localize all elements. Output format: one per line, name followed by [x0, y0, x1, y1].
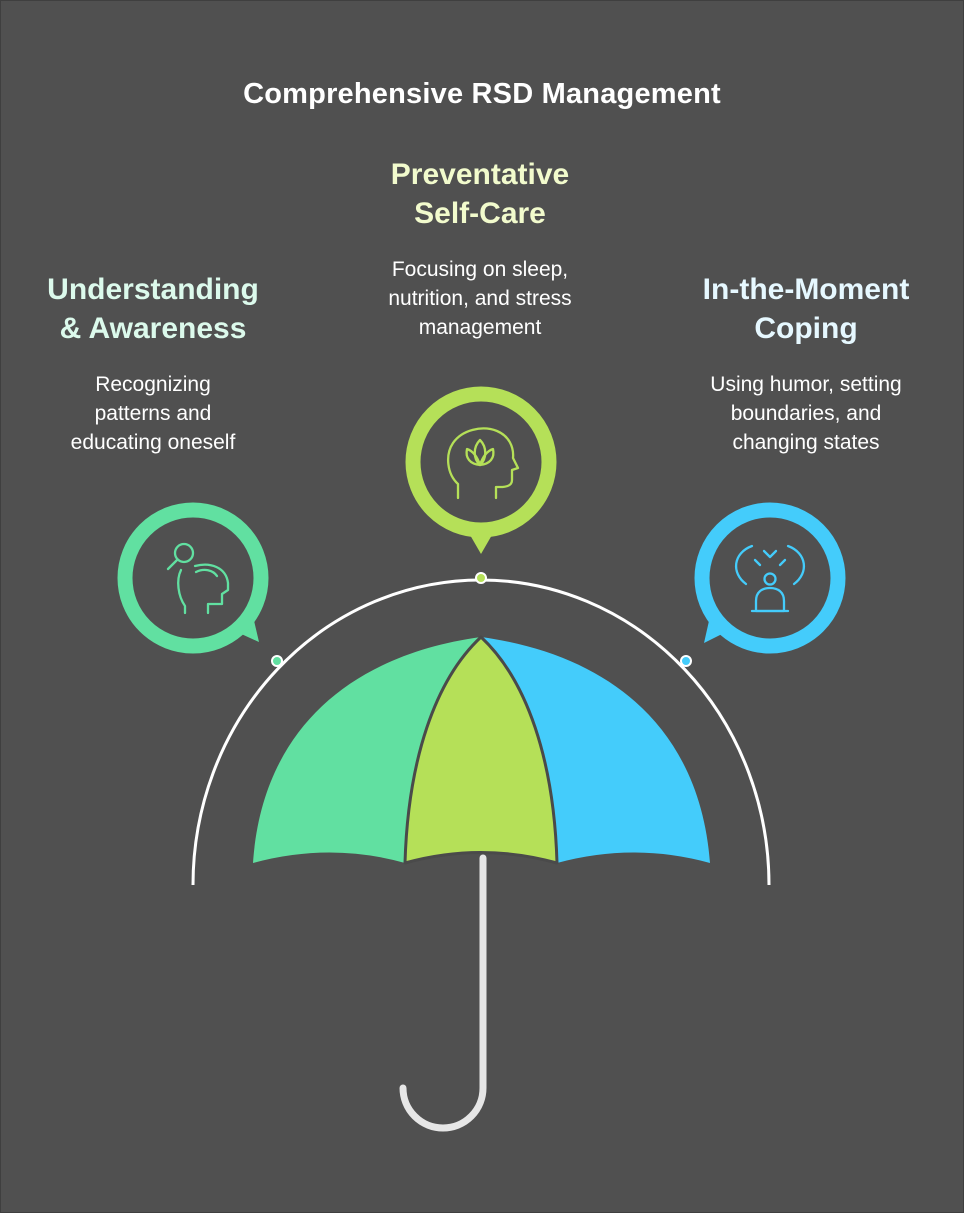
understanding-heading: Understanding & Awareness: [22, 270, 284, 348]
canopy-panel-lime: [403, 635, 559, 865]
coping-heading-line: Coping: [754, 312, 858, 345]
understanding-pin: [117, 502, 269, 654]
understanding-description: Recognizing patterns and educating onese…: [22, 370, 284, 457]
preventative-heading: Preventative Self-Care: [342, 155, 618, 233]
head-lotus-icon: [447, 427, 520, 500]
arc-marker-green: [271, 655, 283, 667]
arc-marker-blue: [680, 655, 692, 667]
coping-pin: [694, 502, 846, 654]
preventative-description: Focusing on sleep, nutrition, and stress…: [342, 255, 618, 342]
preventative-heading-line: Self-Care: [414, 197, 546, 230]
canopy-panel-blue: [481, 637, 710, 863]
arc-marker-lime: [475, 572, 487, 584]
preventative-heading-line: Preventative: [390, 158, 570, 191]
coping-description-line: Using humor, setting: [710, 373, 902, 396]
understanding-heading-line: Understanding: [47, 273, 259, 306]
preventative-description-line: nutrition, and stress: [388, 287, 572, 310]
understanding-description-line: educating oneself: [70, 431, 236, 454]
coping-heading: In-the-Moment Coping: [670, 270, 942, 348]
understanding-description-line: patterns and: [94, 402, 212, 425]
preventative-description-line: Focusing on sleep,: [391, 258, 569, 281]
preventative-pin: [405, 386, 557, 554]
preventative-description-line: management: [418, 316, 542, 339]
understanding-heading-line: & Awareness: [59, 312, 247, 345]
coping-description: Using humor, setting boundaries, and cha…: [670, 370, 942, 457]
coping-description-line: boundaries, and: [730, 402, 882, 425]
coping-heading-line: In-the-Moment: [702, 273, 910, 306]
page-title: Comprehensive RSD Management: [243, 78, 721, 110]
canopy-panel-green: [253, 637, 481, 863]
understanding-description-line: Recognizing: [95, 373, 211, 396]
coping-description-line: changing states: [732, 431, 880, 454]
umbrella-handle: [399, 854, 487, 1132]
person-calm-icon: [735, 544, 805, 613]
head-magnifier-icon: [166, 542, 230, 615]
